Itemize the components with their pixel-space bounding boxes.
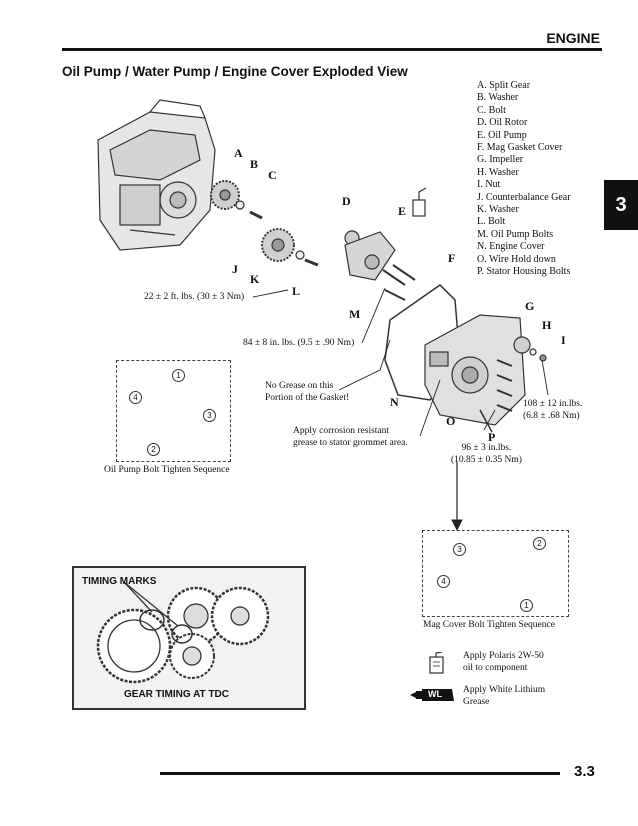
legend-item: D. Oil Rotor (477, 117, 528, 129)
grease-icon-note: Apply White Lithium Grease (463, 685, 545, 708)
sequence-number: 1 (172, 369, 185, 382)
grease-tube-label: WL (428, 689, 442, 699)
header-section-title: ENGINE (546, 30, 600, 46)
counterbalance-gear-drawing (261, 228, 295, 262)
callout-m: M (349, 307, 361, 321)
legend-item: K. Washer (477, 204, 519, 216)
washer-drawing (529, 348, 537, 356)
impeller-drawing (513, 336, 531, 354)
sequence-number: 1 (520, 599, 533, 612)
torque-p-line-2: (10.85 ± 0.35 Nm) (451, 454, 522, 465)
callout-p: P (488, 430, 496, 444)
callout-b: B (250, 157, 259, 171)
torque-p-line-1: 96 ± 3 in.lbs. (461, 443, 512, 453)
legend-item: B. Washer (477, 92, 519, 104)
torque-note-p: 96 ± 3 in.lbs. (10.85 ± 0.35 Nm) (451, 443, 522, 466)
sequence-number: 4 (129, 391, 142, 404)
washer-drawing (235, 200, 245, 210)
mag-cover-sequence-box: 1 2 3 4 (422, 530, 569, 617)
torque-note-l: 22 ± 2 ft. lbs. (30 ± 3 Nm) (144, 292, 245, 302)
wire-hold-down-drawing (479, 409, 493, 433)
engine-cover-drawing (424, 314, 526, 426)
legend-item: I. Nut (477, 179, 501, 191)
oil-icon-note: Apply Polaris 2W-50 oil to component (463, 651, 544, 674)
callout-e: E (398, 204, 407, 218)
callout-l: L (292, 284, 301, 298)
split-gear-drawing (210, 180, 240, 210)
callout-k: K (250, 272, 260, 286)
sequence-number: 2 (533, 537, 546, 550)
torque-i-line-2: (6.8 ± .68 Nm) (523, 410, 580, 421)
page-title: Oil Pump / Water Pump / Engine Cover Exp… (62, 64, 408, 79)
no-grease-line-1: No Grease on this (265, 381, 334, 391)
page-number: 3.3 (574, 763, 595, 780)
legend-item: C. Bolt (477, 104, 506, 116)
legend-item: J. Counterbalance Gear (477, 191, 571, 203)
mag-cover-sequence-caption: Mag Cover Bolt Tighten Sequence (423, 620, 555, 630)
torque-i-line-1: 108 ± 12 in.lbs. (523, 399, 583, 409)
no-grease-line-2: Portion of the Gasket! (265, 392, 350, 403)
legend-item: A. Split Gear (477, 80, 531, 91)
footer-rule (160, 772, 560, 775)
legend-item: E. Oil Pump (477, 129, 527, 141)
header-rule (62, 48, 602, 51)
callout-a: A (234, 146, 243, 160)
corrosion-line-1: Apply corrosion resistant (293, 426, 390, 436)
torque-note-m: 84 ± 8 in. lbs. (9.5 ± .90 Nm) (243, 338, 355, 348)
oil-pump-drawing (344, 231, 396, 281)
no-grease-note: No Grease on this Portion of the Gasket! (265, 381, 349, 404)
callout-f: F (448, 251, 456, 265)
sequence-number: 2 (147, 443, 160, 456)
oil-icon-line-1: Apply Polaris 2W-50 (463, 651, 544, 661)
legend-item: O. Wire Hold down (477, 253, 556, 265)
legend-item: L. Bolt (477, 216, 506, 228)
oil-can-icon (429, 652, 444, 674)
legend-item: G. Impeller (477, 154, 524, 166)
legend-item: F. Mag Gasket Cover (477, 142, 563, 154)
grease-icon-line-2: Grease (463, 696, 490, 707)
chapter-tab: 3 (604, 180, 638, 230)
nut-drawing (539, 354, 547, 362)
legend-item: P. Stator Housing Bolts (477, 266, 571, 278)
torque-note-i: 108 ± 12 in.lbs. (6.8 ± .68 Nm) (523, 399, 582, 422)
callout-h: H (542, 318, 552, 332)
sequence-number: 4 (437, 575, 450, 588)
callout-o: O (446, 414, 456, 428)
legend-item: H. Washer (477, 166, 519, 178)
gear-timing-box: TIMING MARKS GEAR TIMING AT TDC (72, 566, 306, 710)
oil-pump-sequence-caption: Oil Pump Bolt Tighten Sequence (104, 465, 230, 475)
bolt-drawing (304, 258, 319, 267)
callout-i: I (561, 333, 566, 347)
gear-timing-caption: GEAR TIMING AT TDC (124, 689, 229, 700)
stator-bolts-drawing (496, 359, 513, 412)
oil-pump-bolts-drawing (382, 264, 416, 301)
bolt-drawing (249, 210, 263, 220)
timing-marks-label: TIMING MARKS (82, 576, 157, 587)
gear-timing-drawing (96, 581, 270, 684)
corrosion-line-2: grease to stator grommet area. (293, 437, 408, 448)
oil-can-icon (412, 199, 426, 217)
grease-tube-icon: WL (408, 685, 456, 705)
sequence-number: 3 (453, 543, 466, 556)
legend-item: M. Oil Pump Bolts (477, 228, 554, 240)
engine-block-drawing (97, 99, 216, 251)
oil-icon-line-2: oil to component (463, 662, 528, 673)
legend-item: N. Engine Cover (477, 241, 545, 253)
callout-n: N (390, 395, 399, 409)
callout-j: J (232, 262, 238, 276)
callout-c: C (268, 168, 277, 182)
oil-pump-sequence-box: 1 2 3 4 (116, 360, 231, 462)
parts-legend: A. Split Gear B. Washer C. Bolt D. Oil R… (477, 80, 571, 279)
corrosion-note: Apply corrosion resistant grease to stat… (293, 426, 408, 449)
callout-d: D (342, 194, 351, 208)
sequence-number: 3 (203, 409, 216, 422)
washer-drawing (295, 250, 305, 260)
callout-g: G (525, 299, 535, 313)
grease-icon-line-1: Apply White Lithium (463, 685, 546, 695)
